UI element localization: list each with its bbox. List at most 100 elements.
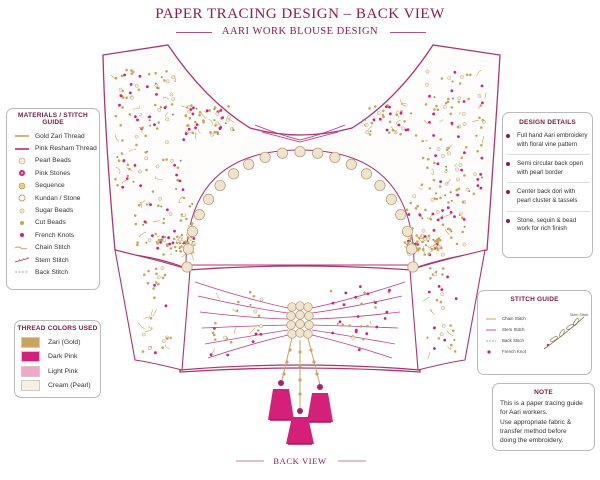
pink-stone [153, 283, 156, 287]
pink-stone [163, 106, 167, 110]
small-pearl [425, 82, 429, 87]
pearl-bead [360, 168, 372, 180]
tassel-center [286, 408, 314, 445]
design-detail-line: Center back dori with [517, 188, 576, 196]
pink-stone [221, 116, 225, 119]
small-pearl [432, 272, 437, 277]
pearl-bead [182, 243, 194, 255]
material-label: French Knots [35, 231, 75, 239]
vine-stroke [211, 348, 215, 354]
pink-stone [450, 89, 454, 93]
pink-stone [359, 285, 362, 288]
gold-bead [341, 323, 345, 327]
pink-stone [119, 94, 123, 97]
vine-stroke [396, 120, 402, 126]
pearl-bead [228, 168, 240, 180]
leaf-dot [175, 250, 178, 252]
leaf-dot [213, 108, 216, 111]
gold-bead [213, 338, 217, 341]
leaf-dot [373, 300, 376, 303]
color-swatch [21, 365, 40, 377]
stitch-sample-icon [486, 329, 496, 330]
gold-bead [154, 267, 158, 271]
bullet-icon [506, 134, 510, 138]
vine-stroke [422, 296, 430, 302]
gold-bead [421, 139, 425, 143]
pink-stone [432, 134, 435, 137]
gold-bead [448, 228, 452, 231]
pink-stone [423, 235, 427, 238]
vine-stroke [438, 119, 444, 122]
pink-line-icon [14, 144, 30, 154]
vine-stroke [446, 330, 454, 336]
small-pearl [461, 112, 466, 116]
stitch-guide-label: French Knot [502, 349, 526, 354]
pink-stone [331, 301, 335, 305]
gold-bead [424, 208, 427, 212]
gold-bead [121, 89, 125, 93]
gold-bead [257, 314, 261, 318]
gold-bead [441, 223, 445, 226]
gold-bead [126, 174, 129, 178]
gold-bead [182, 196, 186, 200]
vine-stroke [115, 166, 121, 175]
gold-bead [469, 73, 472, 77]
leaf-dot [435, 270, 438, 273]
gold-bead [435, 104, 438, 108]
pink-stone [354, 295, 358, 299]
stitch-sample-label: Stem Stitch [570, 313, 589, 317]
small-pearl [439, 332, 444, 337]
small-pearl [147, 238, 152, 242]
pink-stone [476, 184, 480, 188]
leaf-dot [429, 147, 432, 150]
pink-stone [194, 126, 198, 130]
gold-bead [121, 139, 124, 142]
vine-stroke [399, 99, 407, 107]
gold-bead [359, 325, 363, 328]
pearl-bead [304, 320, 314, 330]
gold-bead [149, 316, 153, 320]
pink-stone [449, 211, 453, 214]
pink-stone [397, 123, 401, 127]
gold-bead [154, 71, 157, 75]
vine-stroke [162, 96, 169, 100]
stitch-guide-label: Chain Stitch [502, 316, 526, 321]
pink-stone [372, 118, 376, 122]
pink-stone [375, 325, 379, 329]
gold-bead [416, 240, 419, 243]
small-pearl [171, 75, 175, 80]
pearl-bead [303, 302, 313, 312]
gold-bead [374, 306, 377, 309]
small-pearl [447, 76, 452, 80]
gold-bead [248, 290, 252, 294]
material-item: Pink Resham Thread [14, 142, 99, 154]
gold-bead [176, 166, 180, 169]
gold-line-icon [14, 131, 30, 141]
gold-bead [125, 68, 128, 72]
gold-bead [154, 232, 157, 236]
kundan-icon [14, 193, 30, 203]
pink-stone [159, 241, 163, 244]
gold-bead [229, 340, 233, 344]
pink-stone [118, 103, 121, 107]
vine-stroke [361, 118, 367, 122]
gold-bead [211, 331, 215, 335]
gold-bead [481, 118, 485, 122]
leaf-dot [116, 156, 119, 159]
vine-stroke [443, 169, 448, 174]
vine-stroke [139, 200, 146, 206]
small-pearl [440, 292, 445, 297]
leaf-dot [149, 124, 152, 127]
thread-color-label: Cream (Pearl) [48, 382, 91, 390]
vine-stroke [148, 326, 153, 330]
pink-stone [433, 347, 436, 350]
leaf-dot [163, 217, 165, 220]
gold-bead [162, 158, 165, 162]
small-pearl [454, 167, 459, 172]
gold-bead [421, 156, 425, 160]
thread-color-label: Dark Pink [48, 353, 78, 361]
leaf-dot [452, 97, 454, 100]
pink-stone [213, 327, 216, 330]
